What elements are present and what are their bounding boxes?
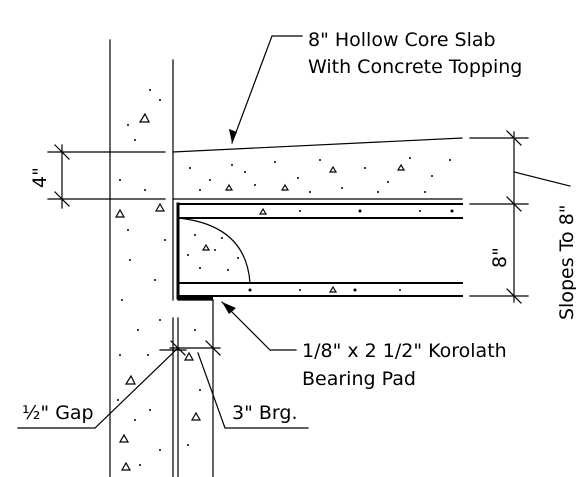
gap-dimension	[17, 347, 187, 429]
bearing-label: 3" Brg.	[232, 402, 297, 424]
bearing-pad	[178, 296, 213, 300]
pad-label-line2: Bearing Pad	[302, 368, 416, 390]
topping-concrete-hatch	[189, 157, 451, 193]
concrete-topping	[172, 137, 463, 200]
pad-label-line1: 1/8" x 2 1/2" Korolath	[302, 340, 507, 362]
slab-dimension	[469, 130, 571, 304]
concrete-wall	[109, 39, 174, 477]
wall-concrete-hatch	[114, 89, 166, 471]
slab-dim-label: 8"	[489, 247, 511, 268]
hollow-core-slab	[176, 202, 463, 300]
slab-label-line1: 8" Hollow Core Slab	[308, 29, 496, 51]
topping-dimension	[47, 144, 166, 209]
slopes-label: Slopes To 8"	[556, 204, 576, 320]
bearing-ledge	[177, 299, 214, 477]
pad-leader	[221, 301, 297, 351]
slab-leader	[229, 35, 303, 144]
topping-dim-label: 4"	[29, 167, 51, 188]
slab-concrete-hatch	[187, 207, 454, 293]
slab-label-line2: With Concrete Topping	[308, 56, 522, 78]
gap-label: ½" Gap	[22, 402, 94, 424]
